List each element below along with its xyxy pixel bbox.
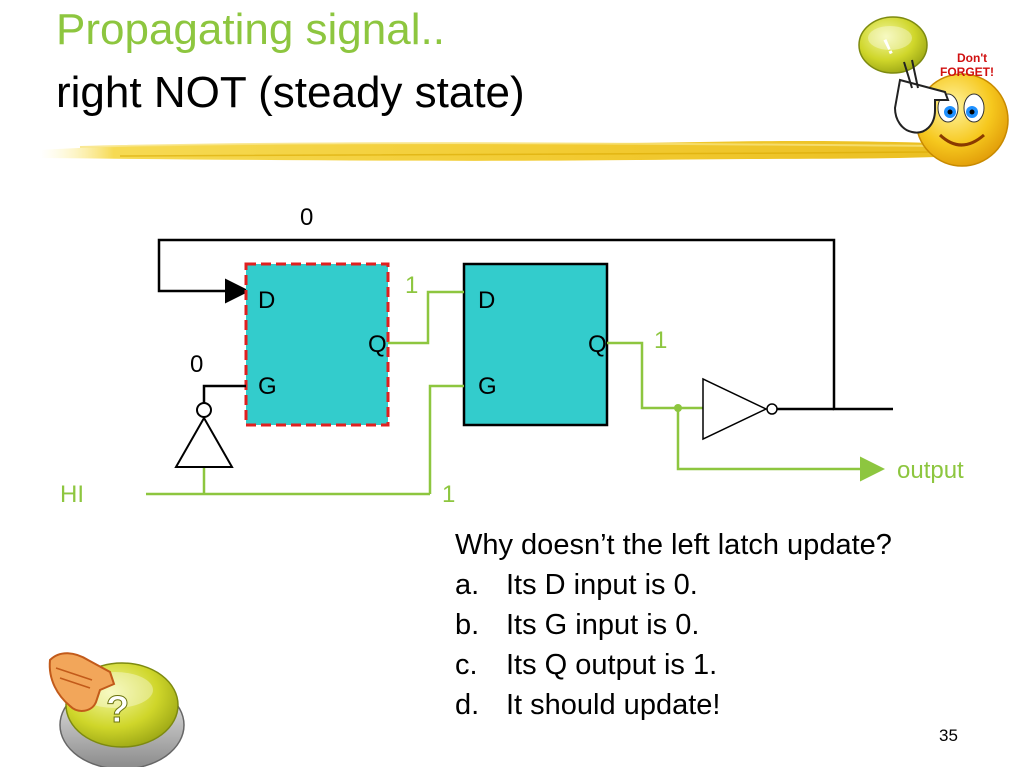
option-text: It should update! [506, 689, 721, 721]
left-q-to-right-d-wire [388, 290, 464, 345]
title-underline-brush [40, 140, 962, 161]
output-label: output [897, 457, 964, 484]
yellow-ball-icon: ! [858, 16, 928, 74]
feedback-value: 0 [300, 204, 313, 231]
left-latch-g-label: G [258, 373, 277, 400]
right-latch-g-label: G [478, 373, 497, 400]
left-latch-q-label: Q [368, 331, 387, 358]
option-text: Its G input is 0. [506, 609, 700, 641]
hi-to-right-g-wire [428, 384, 464, 494]
pointing-hand-icon [893, 59, 950, 134]
left-latch-d-label: D [258, 287, 275, 314]
dont-forget-bottom-text: FORGET! [940, 65, 994, 79]
right-q-to-not-wire [607, 341, 703, 410]
inverter-to-left-g-wire [202, 384, 246, 403]
not-gate [702, 377, 768, 441]
question-prompt: Why doesn’t the left latch update? [455, 529, 892, 561]
not-gate-bubble [766, 403, 778, 415]
hi-label: HI [60, 481, 84, 508]
option-letter: d. [455, 689, 480, 721]
option-letter: a. [455, 569, 480, 601]
option-text: Its Q output is 1. [506, 649, 718, 681]
answer-option-d[interactable]: d. It should update! [455, 685, 892, 725]
orange-pointing-hand-icon [48, 652, 116, 712]
slide-subtitle: right NOT (steady state) [56, 68, 525, 117]
question-mark-button-icon: ? [48, 652, 185, 767]
right-latch-d-label: D [478, 287, 495, 314]
option-letter: c. [455, 649, 478, 681]
right-latch-q-label: Q [588, 331, 607, 358]
dont-forget-badge: ! Don't FORGET! [858, 16, 1009, 167]
option-letter: b. [455, 609, 480, 641]
right-latch [462, 262, 609, 427]
left-q-value: 1 [405, 272, 418, 299]
left-g-value: 0 [190, 351, 203, 378]
slide-title: Propagating signal.. [56, 5, 445, 54]
svg-text:?: ? [106, 689, 129, 731]
feedback-wire [157, 238, 893, 411]
question-block: Why doesn’t the left latch update? a. It… [455, 525, 892, 725]
left-latch [244, 262, 390, 427]
page-number: 35 [939, 726, 958, 745]
answer-option-b[interactable]: b. Its G input is 0. [455, 605, 892, 645]
answer-option-c[interactable]: c. Its Q output is 1. [455, 645, 892, 685]
hi-inverter [174, 415, 234, 468]
hi-inverter-bubble [196, 402, 212, 418]
hi-value: 1 [442, 481, 455, 508]
output-wire [676, 408, 885, 482]
dont-forget-top-text: Don't [957, 51, 987, 65]
right-q-value: 1 [654, 327, 667, 354]
option-text: Its D input is 0. [506, 569, 698, 601]
answer-option-a[interactable]: a. Its D input is 0. [455, 565, 892, 605]
